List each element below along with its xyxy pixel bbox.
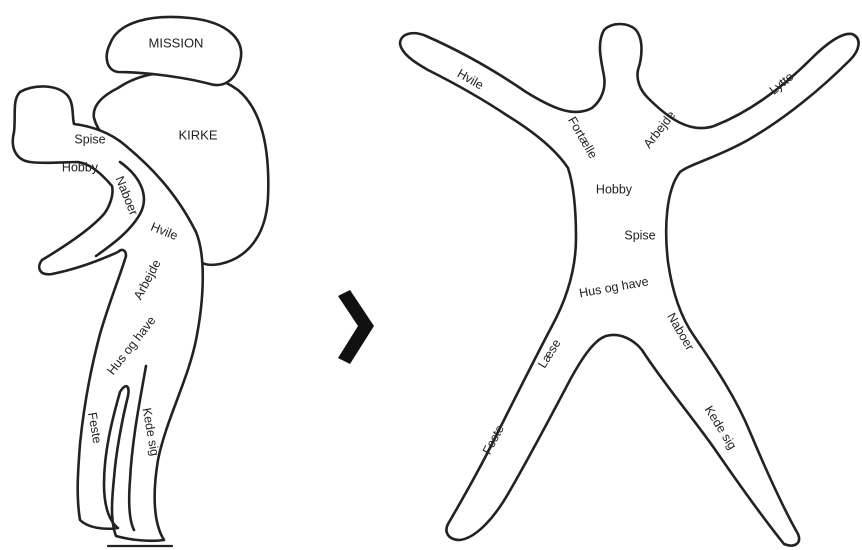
- chevron-right-icon: [338, 290, 374, 364]
- free-figure: Hvile Fortælle Arbejde Lytte Hobby Spise…: [400, 24, 859, 546]
- burdened-figure: MISSION KIRKE Spise Hobby Naboer Hvile A…: [13, 17, 269, 546]
- mission-bundle-shape: [107, 17, 241, 85]
- label-spise-right: Spise: [624, 228, 655, 242]
- label-hobby-right: Hobby: [596, 182, 633, 196]
- label-mission: MISSION: [149, 35, 204, 50]
- label-hobby-left: Hobby: [62, 160, 99, 174]
- label-kirke: KIRKE: [178, 127, 217, 142]
- label-spise-left: Spise: [74, 132, 105, 146]
